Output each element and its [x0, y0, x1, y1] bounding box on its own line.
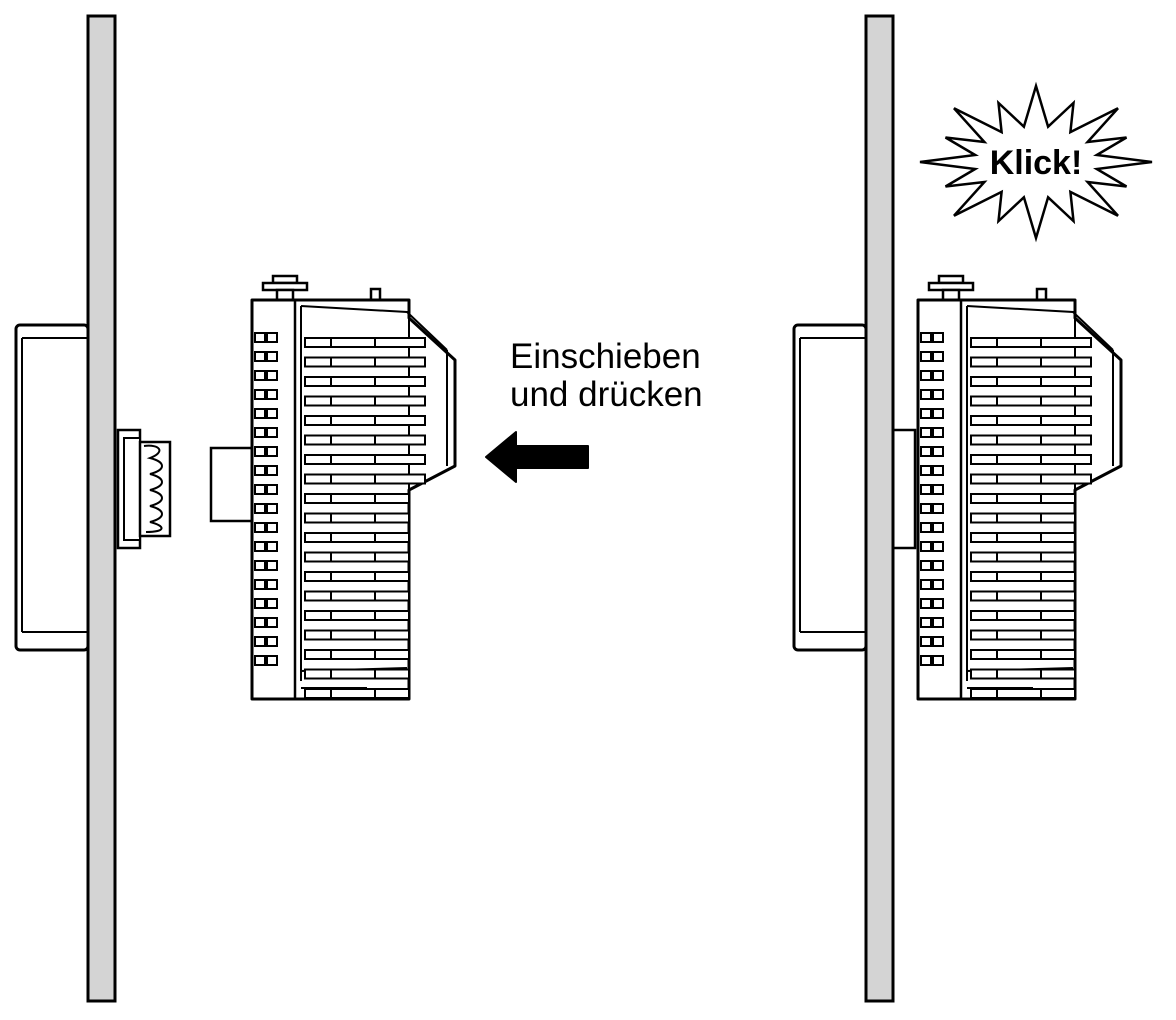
instruction-line-1: Einschieben: [510, 337, 701, 376]
module-right: [916, 274, 1123, 701]
panel-right: [792, 14, 917, 1003]
klick-label: Klick!: [990, 144, 1083, 182]
arrow-left-icon: [485, 431, 589, 483]
panel-left: [14, 14, 172, 1003]
starburst-icon: [919, 81, 1153, 243]
socket-left: [116, 428, 172, 550]
instruction-line-2: und drücken: [510, 375, 703, 414]
module-left: [209, 274, 457, 701]
